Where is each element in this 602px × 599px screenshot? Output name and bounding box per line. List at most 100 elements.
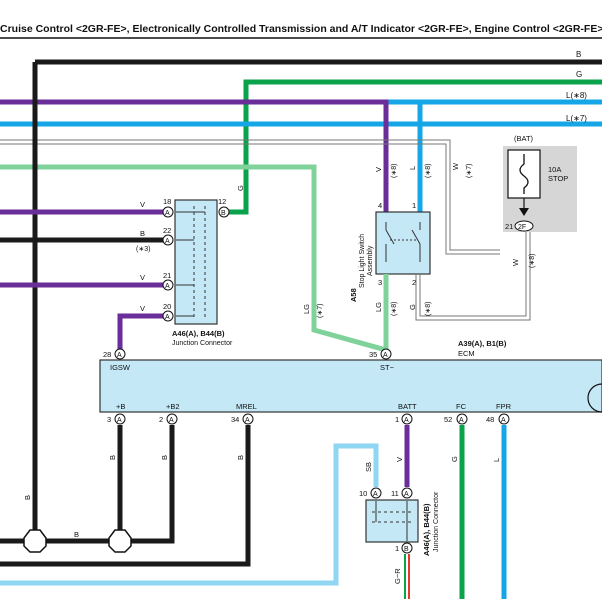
ecm-fpr: FPR [496, 402, 512, 411]
ecm-conn-st-label: A [383, 352, 388, 359]
jc-top-code: A46(A), B44(B) [172, 329, 225, 338]
switch-wire-l-note: (∗8) [425, 164, 432, 178]
mid-wire-lg-note: (∗7) [317, 304, 324, 318]
wire-v-20 [117, 313, 168, 354]
ecm-conn-fpr [498, 413, 510, 425]
ecm-b2: +B2 [166, 402, 180, 411]
switch-wire-lg: LG [374, 302, 383, 312]
jc-bot-pin11: 11 [391, 489, 399, 498]
wire-b-from-mrel [0, 425, 251, 567]
ecm-b2-pin: 2 [159, 415, 163, 424]
jc-bot-conn-b1 [401, 542, 413, 554]
ecm-igsw: IGSW [110, 363, 131, 372]
switch-wire-v: V [374, 167, 383, 172]
ecm-conn-fc-label: A [459, 417, 464, 424]
jc-top-wire-b-note: (∗3) [136, 246, 150, 253]
switch-pin1: 1 [412, 201, 416, 210]
ecm-conn-batt [401, 413, 413, 425]
switch-arm-1 [385, 229, 395, 245]
wire-label-g-top: G [576, 70, 582, 79]
fuse-arrow-icon [519, 208, 529, 216]
switch-wire-w: W [451, 162, 460, 170]
jc-bot-name: Junction Connector [433, 491, 440, 552]
ecm-conn-mrel-label: A [245, 417, 250, 424]
wire-b-from-b2 [120, 425, 175, 544]
ecm-code: A39(A), B1(B) [458, 339, 507, 348]
jc-top-conn-b12-label: B [221, 210, 226, 217]
ecm-conn-igsw [114, 348, 126, 360]
ecm-mrel-pin: 34 [231, 415, 239, 424]
wire-label-b-top: B [576, 50, 581, 59]
wire-label-l8: L(∗8) [566, 91, 587, 100]
ecm-conn-b2 [166, 413, 178, 425]
mid-wire-b3: B [236, 455, 245, 460]
jc-top-pin21: 21 [163, 271, 171, 280]
switch-wire-l: L [408, 166, 417, 170]
switch-name-2: Assembly [367, 245, 374, 276]
ecm-conn-b-label: A [117, 417, 122, 424]
jc-top-pin12: 12 [218, 197, 226, 206]
jc-bot-conn-a11-label: A [404, 491, 409, 498]
jc-bot-pin1: 1 [395, 544, 399, 553]
mid-wire-b-left: B [23, 495, 32, 500]
switch-pin4: 4 [378, 201, 382, 210]
jc-bot-conn-a10 [370, 487, 382, 499]
ecm-conn-st [380, 348, 392, 360]
jc-top-conn-b12 [218, 206, 230, 218]
jc-top-pin20: 20 [163, 302, 171, 311]
wire-lg-main [0, 164, 387, 353]
switch-pin2: 2 [412, 278, 416, 287]
ecm-body [99, 359, 602, 413]
fuse-name: STOP [548, 174, 568, 183]
junction-connector-top [174, 199, 218, 325]
jc-top-wire-g: G [236, 185, 245, 191]
jc-top-conn-a18 [162, 206, 174, 218]
switch-wire-w-note: (∗7) [466, 164, 473, 178]
switch-wire-w2: W [511, 258, 520, 266]
ecm-batt-pin: 1 [395, 415, 399, 424]
wire-sb [0, 443, 379, 586]
jc-top-conn-a22-label: A [165, 238, 170, 245]
jc-top-conn-a22 [162, 234, 174, 246]
jc-top-pin22: 22 [163, 226, 171, 235]
wire-gray-switch-1 [419, 232, 527, 317]
ecm-conn-fpr-label: A [501, 417, 506, 424]
mid-wire-b2: B [160, 455, 169, 460]
mid-wire-sb: SB [364, 462, 373, 472]
jc-top-wire-v3: V [140, 304, 145, 313]
mid-wire-g: G [450, 456, 459, 462]
ecm-conn-batt-label: A [404, 417, 409, 424]
wire-g-top [228, 79, 602, 215]
fuse-pin: 21 [505, 222, 513, 231]
mid-wire-v: V [395, 457, 404, 462]
ecm-b: +B [116, 402, 125, 411]
mid-wire-b-bottom: B [74, 530, 79, 539]
ecm-st-pin: 35 [369, 350, 377, 359]
fuse-bat-label: (BAT) [514, 134, 534, 143]
ecm-conn-fc [456, 413, 468, 425]
jc-top-wire-v1: V [140, 200, 145, 209]
switch-wire-g: G [408, 304, 417, 310]
ecm-st: ST− [380, 363, 395, 372]
jc-top-wire-v2: V [140, 273, 145, 282]
ecm-b-pin: 3 [107, 415, 111, 424]
wire-v-top [0, 99, 389, 212]
ecm-name: ECM [458, 349, 475, 358]
ecm-edge-arc [587, 383, 602, 413]
jc-top-conn-a20 [162, 310, 174, 322]
jc-top-conn-a18-label: A [165, 210, 170, 217]
switch-arm-2 [411, 229, 421, 245]
ecm-batt: BATT [398, 402, 417, 411]
junction-connector-bottom [365, 499, 419, 543]
mid-wire-l: L [492, 458, 501, 462]
jc-top-conn-a21-label: A [165, 283, 170, 290]
ecm-conn-b2-label: A [169, 417, 174, 424]
switch-wire-g-note: (∗8) [425, 302, 432, 316]
switch-wire-lg-note: (∗8) [391, 302, 398, 316]
stop-light-switch [375, 211, 431, 275]
fuse-connector-label: 2F [518, 224, 526, 231]
fuse-rating: 10A [548, 165, 561, 174]
jc-top-conn-a21 [162, 279, 174, 291]
jc-bot-conn-b1-label: B [404, 546, 409, 553]
